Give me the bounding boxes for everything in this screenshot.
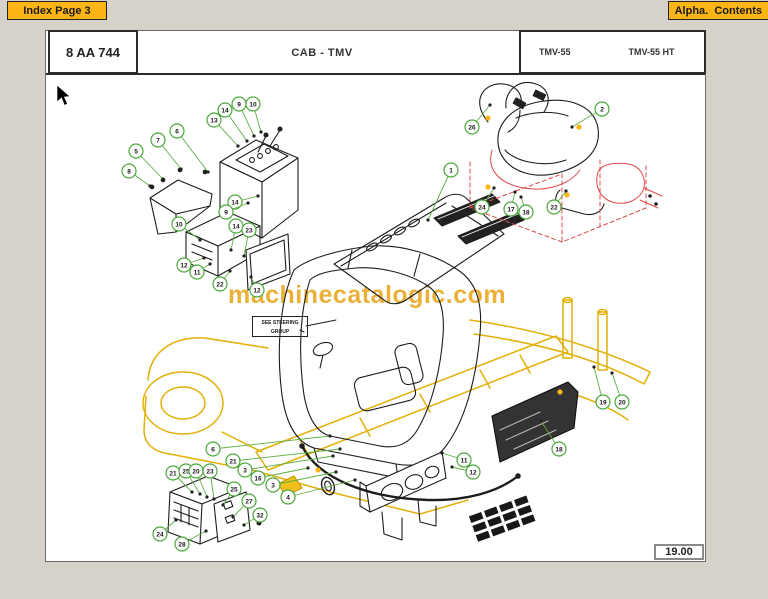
model-tmv55ht: TMV-55 HT [628,47,675,57]
model-box: TMV-55 TMV-55 HT [519,30,706,74]
alpha-contents-button[interactable]: Alpha. Contents [667,1,768,20]
note-line1: SEE STEERING [261,320,299,326]
note-line2: GROUP [270,328,290,335]
see-steering-group-note: SEE STEERING GROUP [252,316,308,337]
part-code-box: 8 AA 744 [48,30,138,74]
watermark-text: machinecatalogic.com [228,281,507,309]
model-tmv55: TMV-55 [539,47,571,57]
catalog-page: 8 AA 744 CAB - TMV TMV-55 TMV-55 HT SEE … [45,30,706,562]
header-divider [46,73,705,75]
index-page-button[interactable]: Index Page 3 [7,1,107,20]
page-number-box: 19.00 [654,544,704,560]
page-title: CAB - TMV [291,47,353,59]
